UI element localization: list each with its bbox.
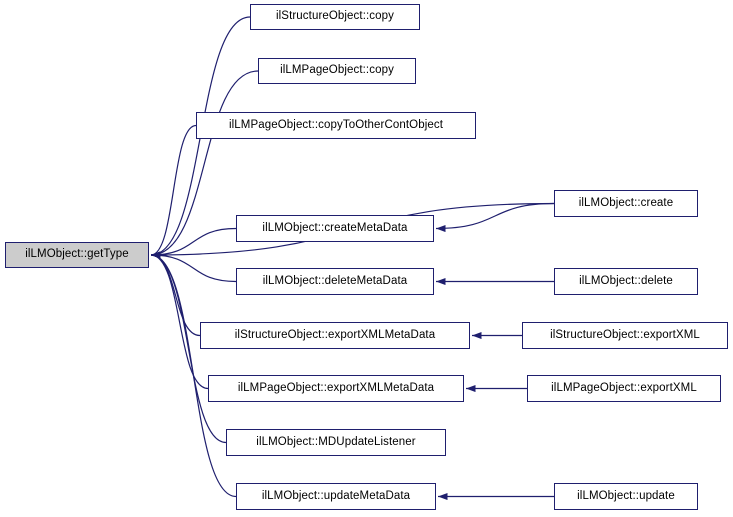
graph-node-update[interactable]: ilLMObject::update — [554, 483, 698, 510]
graph-edge — [150, 251, 237, 283]
graph-node-label: ilLMObject::getType — [25, 248, 129, 261]
graph-node-delete[interactable]: ilLMObject::delete — [554, 268, 698, 295]
graph-edge — [150, 227, 237, 259]
graph-edge — [150, 70, 259, 259]
graph-node-label: ilLMObject::MDUpdateListener — [256, 435, 416, 448]
graph-edge — [150, 251, 209, 390]
graph-node-delete_meta[interactable]: ilLMObject::deleteMetaData — [236, 268, 434, 295]
graph-node-label: ilStructureObject::exportXML — [550, 328, 700, 341]
graph-node-label: ilLMObject::createMetaData — [262, 221, 408, 234]
graph-edge — [150, 251, 237, 498]
graph-node-create_meta[interactable]: ilLMObject::createMetaData — [236, 215, 434, 242]
graph-node-label: ilLMObject::deleteMetaData — [262, 274, 408, 287]
graph-node-label: ilLMPageObject::copy — [280, 64, 394, 77]
graph-node-root[interactable]: ilLMObject::getType — [5, 242, 149, 268]
graph-node-exp_page_md[interactable]: ilLMPageObject::exportXMLMetaData — [208, 375, 464, 402]
graph-node-exp_struct_xml[interactable]: ilStructureObject::exportXML — [522, 322, 728, 349]
graph-node-exp_struct_md[interactable]: ilStructureObject::exportXMLMetaData — [200, 322, 470, 349]
graph-node-copy_other[interactable]: ilLMPageObject::copyToOtherContObject — [196, 112, 476, 139]
graph-node-create[interactable]: ilLMObject::create — [554, 190, 698, 217]
graph-node-label: ilStructureObject::exportXMLMetaData — [234, 328, 436, 341]
graph-node-label: ilLMPageObject::copyToOtherContObject — [229, 118, 443, 131]
graph-node-exp_page_xml[interactable]: ilLMPageObject::exportXML — [527, 375, 721, 402]
graph-node-label: ilLMObject::delete — [579, 274, 673, 287]
graph-node-label: ilLMObject::updateMetaData — [261, 489, 411, 502]
graph-node-update_meta[interactable]: ilLMObject::updateMetaData — [236, 483, 436, 510]
graph-edge — [150, 124, 197, 259]
graph-node-copy_page[interactable]: ilLMPageObject::copy — [258, 58, 416, 84]
graph-node-label: ilLMObject::update — [577, 489, 675, 502]
graph-node-copy_struct[interactable]: ilStructureObject::copy — [250, 4, 420, 30]
graph-node-label: ilLMObject::create — [578, 196, 674, 209]
graph-node-label: ilLMPageObject::exportXML — [551, 381, 697, 394]
graph-node-md_listener[interactable]: ilLMObject::MDUpdateListener — [226, 429, 446, 456]
graph-node-label: ilStructureObject::copy — [276, 10, 394, 23]
graph-node-label: ilLMPageObject::exportXMLMetaData — [237, 381, 435, 394]
graph-edge — [435, 202, 555, 233]
